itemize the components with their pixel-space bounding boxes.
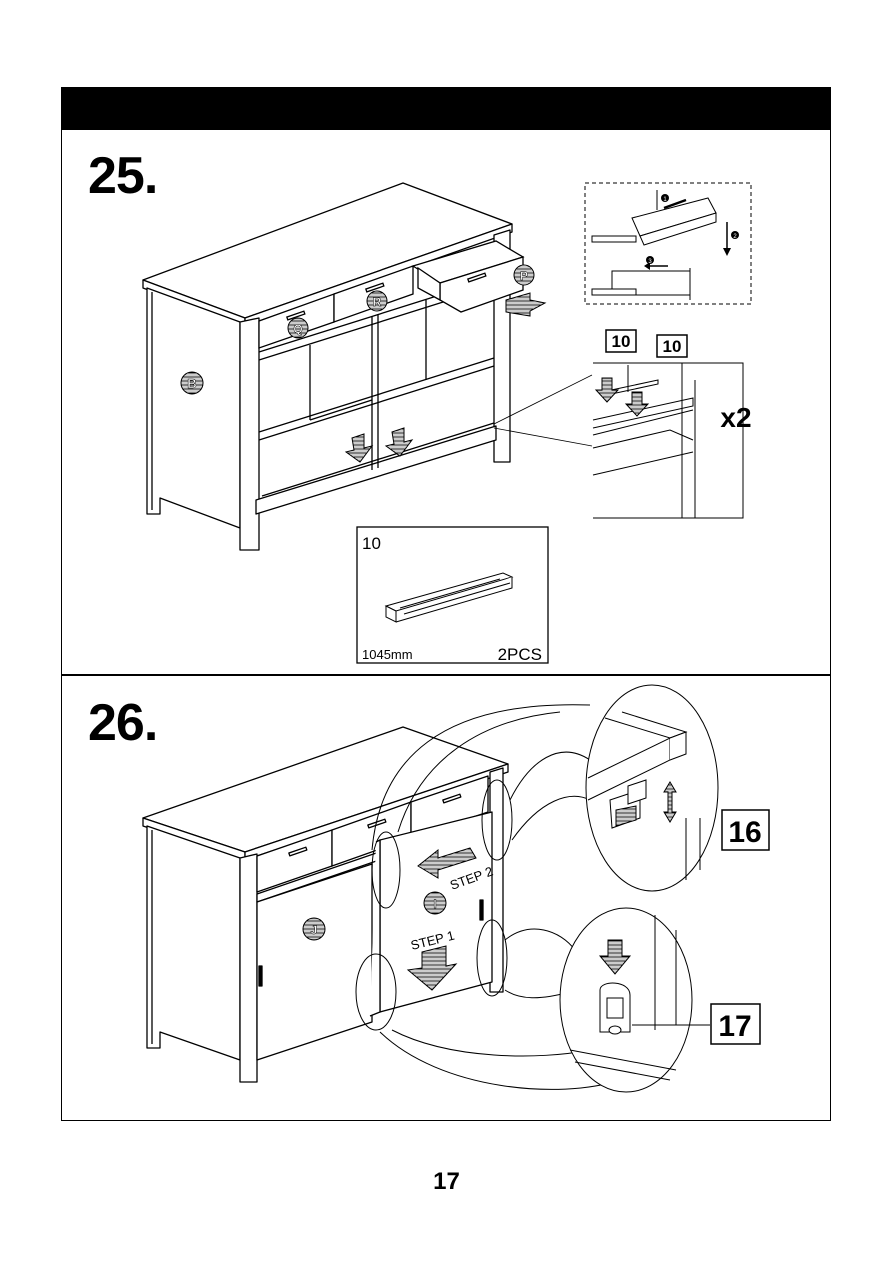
- part-label-p: P: [520, 269, 528, 283]
- bottom-guide-detail: [559, 907, 761, 1093]
- step-26-cabinet: [142, 726, 509, 1083]
- rail-detail-inset: [493, 329, 744, 519]
- drawer-p-open: [411, 240, 525, 313]
- door-labels-26: [302, 891, 447, 941]
- top-guide-detail: [585, 684, 770, 892]
- rail-callout-2: 10: [663, 337, 682, 356]
- step-25-number: 25.: [88, 147, 158, 205]
- step-divider: [61, 674, 831, 676]
- drawer-step-1: 1: [663, 197, 667, 203]
- step-arrow-icons-26: [406, 847, 477, 991]
- rail-part-id: 10: [362, 534, 381, 553]
- down-arrow-icons-25: [344, 292, 547, 463]
- part-labels-25: [180, 264, 535, 395]
- rail-part-box: [356, 526, 549, 664]
- callout-17: 17: [718, 1010, 751, 1043]
- drawer-step-2: 2: [733, 234, 737, 240]
- part-label-q: Q: [293, 322, 302, 336]
- door-label-j: J: [311, 923, 318, 937]
- page-number: 17: [433, 1168, 460, 1195]
- callout-16: 16: [728, 816, 761, 849]
- detail-connectors: [355, 704, 621, 1090]
- step-26-number: 26.: [88, 694, 158, 752]
- rail-multiplier: x2: [720, 402, 751, 433]
- rail-part-quantity: 2PCS: [498, 645, 542, 664]
- step-25-cabinet: [142, 182, 513, 551]
- part-label-r: R: [373, 295, 382, 309]
- rail-part-length: 1045mm: [362, 647, 413, 662]
- drawer-step-3: 3: [648, 259, 652, 265]
- part-label-b: B: [187, 376, 196, 391]
- rail-callout-1: 10: [612, 332, 631, 351]
- header-bar: [61, 87, 831, 130]
- drawer-removal-inset: 1 2 3: [584, 182, 752, 305]
- door-label-i: I: [433, 897, 436, 911]
